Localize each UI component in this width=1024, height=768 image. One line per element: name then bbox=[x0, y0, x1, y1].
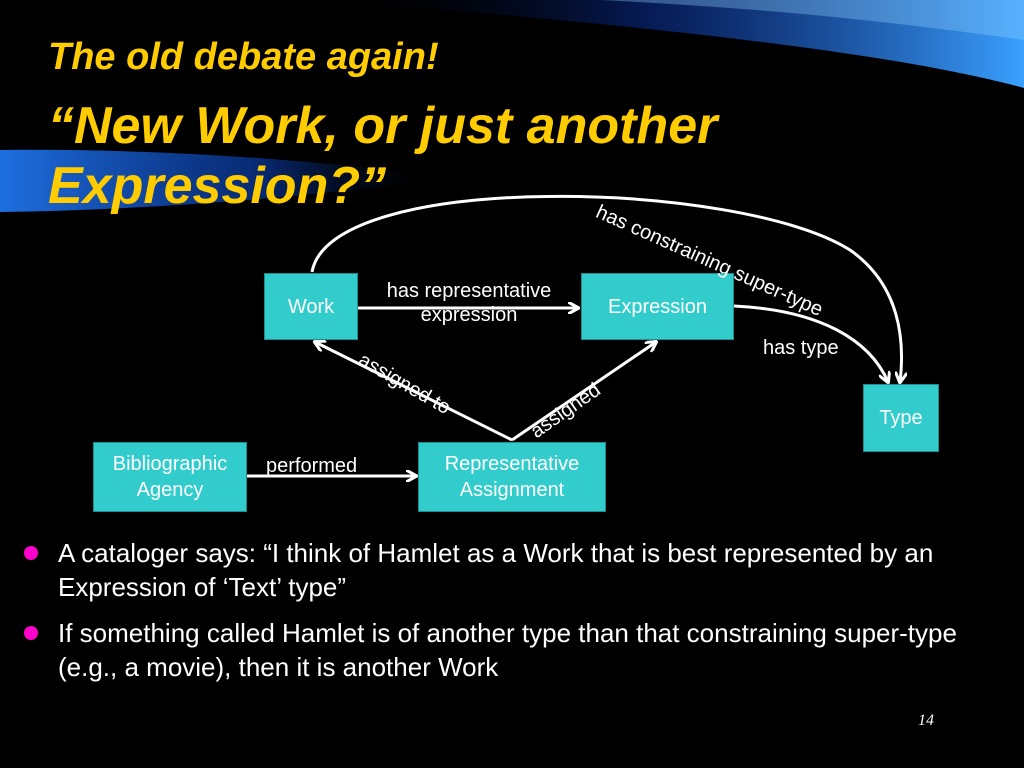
top-swoosh-highlight bbox=[600, 0, 1024, 40]
bullet-item: A cataloger says: “I think of Hamlet as … bbox=[22, 536, 1012, 604]
node-expression: Expression bbox=[581, 273, 734, 340]
bullet-text: A cataloger says: “I think of Hamlet as … bbox=[58, 538, 934, 602]
node-representative-assignment: Representative Assignment bbox=[418, 442, 606, 512]
node-bibliographic-agency-line-1: Bibliographic bbox=[112, 453, 228, 475]
label-performed: performed bbox=[266, 455, 358, 477]
edge-assigned bbox=[511, 342, 656, 442]
page-number: 14 bbox=[918, 712, 934, 729]
node-representative-assignment-line-1: Representative bbox=[444, 453, 580, 475]
label-has-representative-line-1: has representative bbox=[386, 280, 552, 302]
edge-has-type bbox=[733, 304, 888, 382]
slide-title: The old debate again! bbox=[48, 36, 439, 78]
label-has-representative-expression: has representative expression bbox=[363, 279, 575, 327]
node-bibliographic-agency: Bibliographic Agency bbox=[93, 442, 247, 512]
bullet-list: A cataloger says: “I think of Hamlet as … bbox=[22, 536, 1012, 696]
edge-constraining-super-type bbox=[310, 195, 902, 382]
slide-subtitle: “New Work, or just another Expression?” bbox=[48, 96, 717, 216]
top-swoosh bbox=[330, 0, 1024, 88]
subtitle-line-2: Expression?” bbox=[48, 157, 387, 215]
node-bibliographic-agency-line-2: Agency bbox=[136, 479, 204, 501]
bullet-item: If something called Hamlet is of another… bbox=[22, 616, 1012, 684]
mid-swoosh bbox=[0, 149, 440, 212]
edge-assigned-to bbox=[315, 342, 513, 442]
node-type: Type bbox=[863, 384, 939, 452]
label-has-type: has type bbox=[763, 337, 839, 359]
subtitle-line-1: “New Work, or just another bbox=[48, 97, 718, 155]
bullet-dot-icon bbox=[24, 546, 38, 560]
bullet-dot-icon bbox=[24, 626, 38, 640]
label-has-representative-line-2: expression bbox=[420, 304, 518, 326]
bullet-text: If something called Hamlet is of another… bbox=[58, 618, 957, 682]
node-representative-assignment-line-2: Assignment bbox=[459, 479, 565, 501]
node-work: Work bbox=[264, 273, 358, 340]
